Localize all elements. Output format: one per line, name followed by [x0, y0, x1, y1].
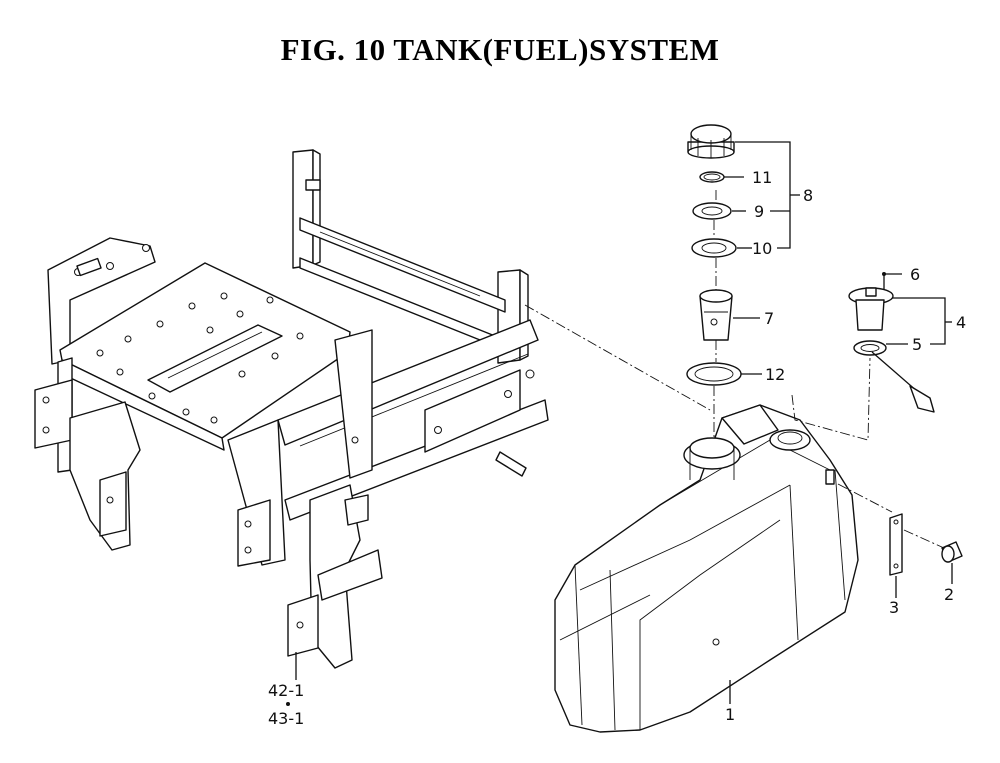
plate-holes [96, 292, 304, 424]
callout-42-1: 42-1 [268, 681, 304, 700]
fuel-tank [554, 404, 859, 733]
strap-and-bolt [889, 513, 963, 576]
callout-1: 1 [725, 705, 735, 724]
callout-4: 4 [956, 313, 966, 332]
leader-lines [286, 141, 953, 706]
callout-7: 7 [764, 309, 774, 328]
figure-title: FIG. 10 TANK(FUEL)SYSTEM [280, 32, 720, 67]
frame-assembly [34, 149, 549, 669]
callout-10: 10 [752, 239, 772, 258]
callout-2: 2 [944, 585, 954, 604]
callout-11: 11 [752, 168, 772, 187]
callout-8: 8 [803, 186, 813, 205]
callout-9: 9 [754, 202, 764, 221]
fuel-sender [848, 287, 935, 413]
callout-3: 3 [889, 598, 899, 617]
filler-cap-stack [686, 124, 742, 440]
callout-labels: 11 8 9 10 6 7 4 5 12 3 2 1 42-1 43-1 [268, 168, 966, 728]
callout-5: 5 [912, 335, 922, 354]
callout-6: 6 [910, 265, 920, 284]
assembly-center-lines [524, 304, 945, 549]
callout-43-1: 43-1 [268, 709, 304, 728]
callout-12: 12 [765, 365, 785, 384]
